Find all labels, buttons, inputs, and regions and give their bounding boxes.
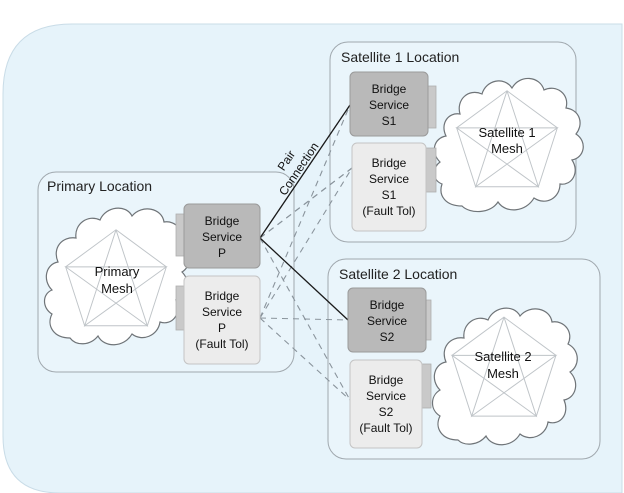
bridge-p-ft-line1: Bridge [205,289,240,303]
bridge-service-s1[interactable]: Bridge Service S1 [349,71,429,137]
bridge-s1-line1: Bridge [372,82,407,96]
bridge-s1-ft-line4: (Fault Tol) [362,204,415,218]
bridge-s1-line2: Service [369,98,409,112]
bridge-s1-ft-line3: S1 [382,188,397,202]
primary-mesh-label-line2: Mesh [101,281,133,296]
primary-location-title: Primary Location [47,178,152,194]
bridge-service-s2[interactable]: Bridge Service S2 [347,287,427,353]
bridge-service-s2-fault-tol[interactable]: Bridge Service S2 (Fault Tol) [349,359,423,449]
bridge-service-p-fault-tol[interactable]: Bridge Service P (Fault Tol) [183,275,261,365]
bridge-p-ft-line4: (Fault Tol) [195,337,248,351]
bridge-s2-ft-line1: Bridge [369,373,404,387]
bridge-p-line2: Service [202,230,242,244]
bridge-s2-ft-line2: Service [366,389,406,403]
satellite1-mesh-cloud: Satellite 1 Mesh [433,77,584,213]
bridge-s2-line3: S2 [380,330,395,344]
bridge-s1-ft-line1: Bridge [372,156,407,170]
bridge-s1-ft-line2: Service [369,172,409,186]
bridge-p-ft-line2: Service [202,305,242,319]
bridge-s2-line1: Bridge [370,298,405,312]
satellite1-location-title: Satellite 1 Location [341,49,459,65]
bridge-s2-ft-line4: (Fault Tol) [359,421,412,435]
bridge-p-ft-line3: P [218,321,226,335]
bridge-p-line3: P [218,246,226,260]
bridge-s2-line2: Service [367,314,407,328]
satellite1-mesh-label-line2: Mesh [491,141,523,156]
bridge-s2-ft-line3: S2 [379,405,394,419]
bridge-service-s1-fault-tol[interactable]: Bridge Service S1 (Fault Tol) [351,142,427,232]
primary-mesh-label-line1: Primary [95,264,140,279]
bridge-p-line1: Bridge [205,214,240,228]
satellite1-mesh-label-line1: Satellite 1 [478,125,535,140]
pair-connections [259,104,351,321]
satellite2-mesh-cloud: Satellite 2 Mesh [431,307,578,446]
satellite2-location-title: Satellite 2 Location [339,266,457,282]
satellite2-mesh-label-line1: Satellite 2 [474,349,531,364]
primary-mesh-cloud: Primary Mesh [43,207,190,346]
satellite2-mesh-label-line2: Mesh [487,366,519,381]
bridge-s1-line3: S1 [382,114,397,128]
bridge-service-p[interactable]: Bridge Service P [183,203,261,269]
